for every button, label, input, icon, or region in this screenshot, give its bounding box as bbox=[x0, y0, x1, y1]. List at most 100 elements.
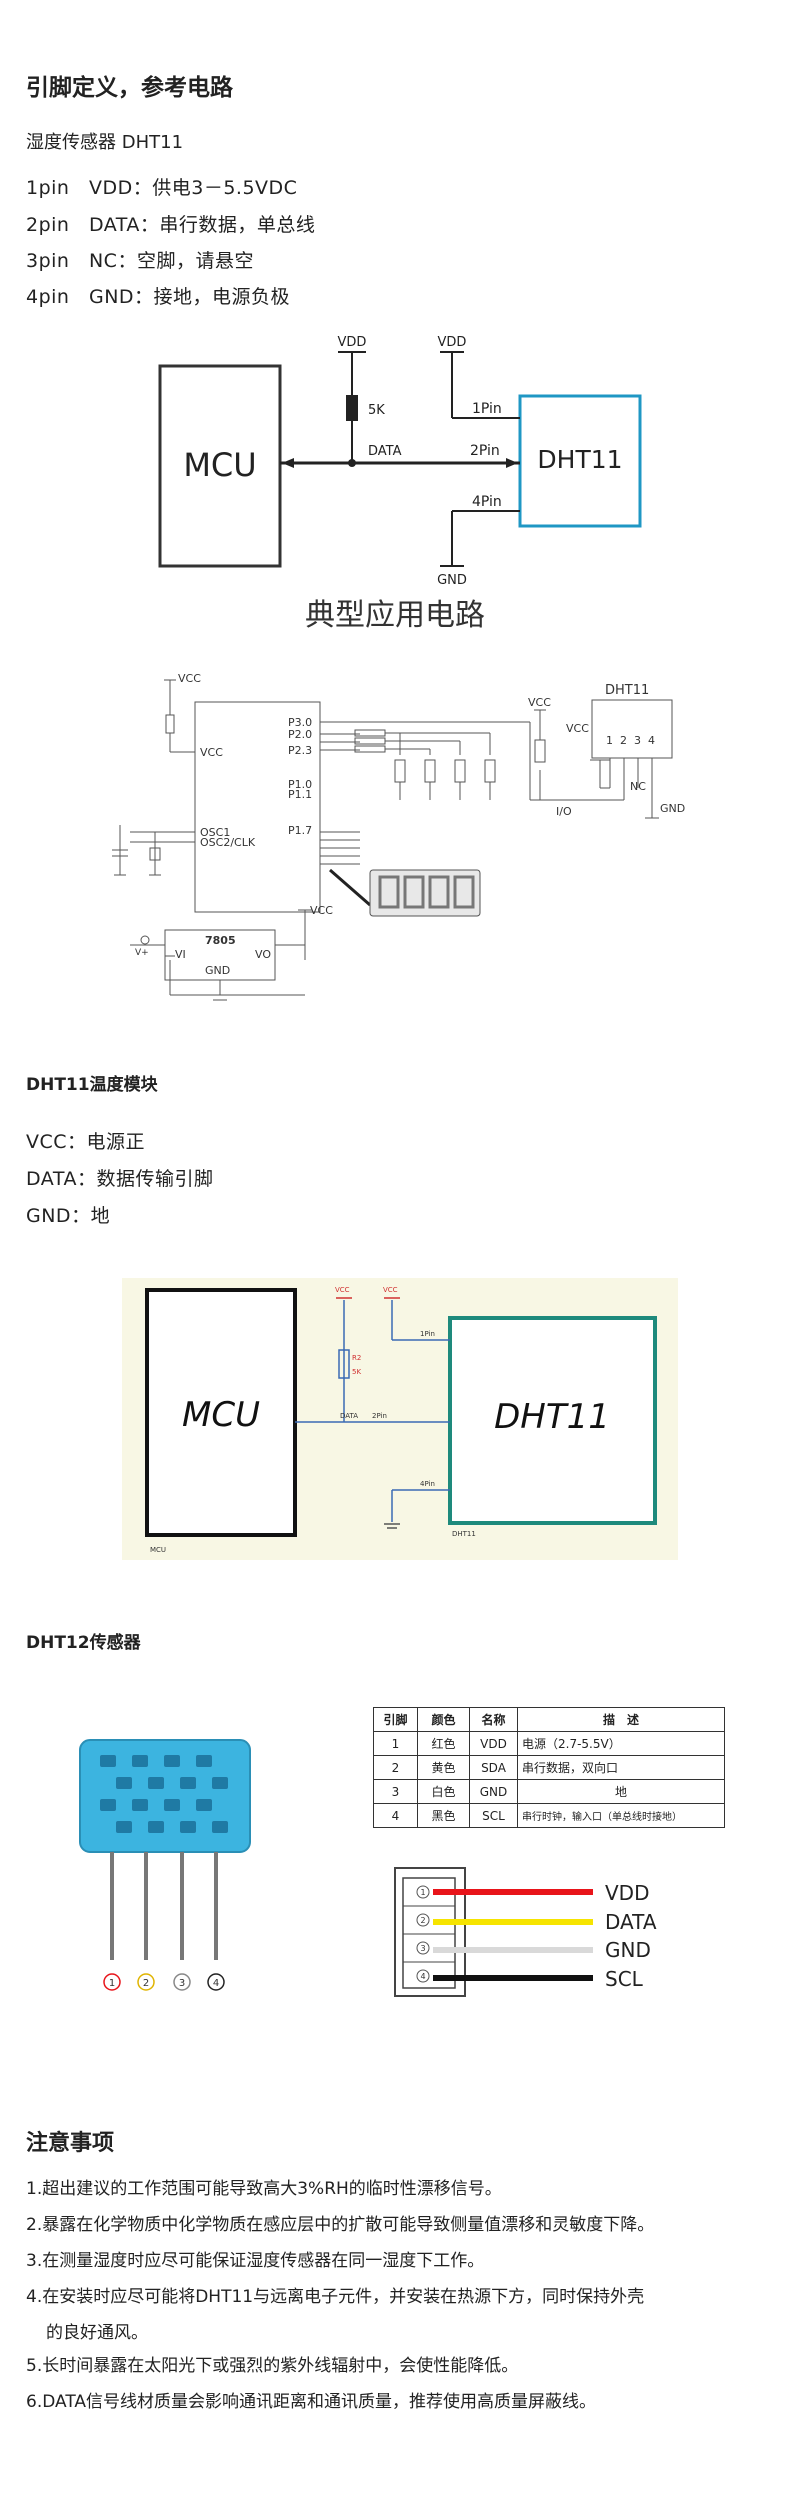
io-label: I/O bbox=[556, 805, 572, 818]
notes-heading: 注意事项 bbox=[26, 2131, 115, 2156]
p30-label: P3.0 bbox=[288, 716, 312, 729]
pin-num-4: 4 bbox=[648, 734, 655, 747]
table-cell: 白色 bbox=[417, 1779, 470, 1804]
table-row: 3 白色 GND 地 bbox=[373, 1779, 725, 1804]
vdd-label-2: VDD bbox=[438, 335, 467, 350]
module-line-3: GND：地 bbox=[26, 1205, 111, 1227]
osc1-label: OSC1 bbox=[200, 826, 230, 839]
table-cell: 红色 bbox=[417, 1731, 470, 1756]
note-3: 3.在测量湿度时应尽可能保证湿度传感器在同一湿度下工作。 bbox=[26, 2251, 485, 2271]
circuit-caption: 典型应用电路 bbox=[305, 598, 485, 633]
table-cell: 串行时钟，输入口（单总线时接地） bbox=[517, 1803, 725, 1828]
table-row: 2 黄色 SDA 串行数据，双向口 bbox=[373, 1755, 725, 1780]
reg-label: 7805 bbox=[205, 934, 236, 947]
dht11-heading: 湿度传感器 DHT11 bbox=[26, 132, 184, 153]
table-cell: 1 bbox=[373, 1731, 418, 1756]
reg-gnd-label: GND bbox=[205, 964, 230, 977]
module-mcu-label: MCU bbox=[182, 1395, 260, 1435]
note-4: 4.在安装时应尽可能将DHT11与远离电子元件，并安装在热源下方，同时保持外壳 bbox=[26, 2287, 645, 2307]
dht12-heading: DHT12传感器 bbox=[26, 1633, 141, 1653]
p20-label: P2.0 bbox=[288, 728, 312, 741]
pin-line-2: 2pin DATA：串行数据，单总线 bbox=[26, 214, 316, 236]
p23-label: P2.3 bbox=[288, 744, 312, 757]
module-vcc-2: VCC bbox=[383, 1286, 398, 1294]
dht11-box bbox=[518, 394, 642, 528]
nc-label: NC bbox=[630, 780, 646, 793]
pin-circle-2: 2 bbox=[143, 1978, 149, 1989]
conn-label-gnd: GND bbox=[605, 1938, 651, 1962]
typical-circuit-diagram: MCU DHT11 DATA 2Pin VDD 5K VDD 1Pin 4Pin… bbox=[158, 335, 642, 588]
conn-label-scl: SCL bbox=[605, 1967, 644, 1991]
module-diagram: MCU DHT11 VCC VCC R2 5K DATA 2Pin 1Pin 4… bbox=[122, 1278, 678, 1560]
table-cell: 3 bbox=[373, 1779, 418, 1804]
table-cell: SDA bbox=[469, 1755, 518, 1780]
connector-diagram: 1 2 3 4 VDD DATA GND SCL bbox=[394, 1867, 657, 1997]
table-cell: 串行数据，双向口 bbox=[517, 1755, 725, 1780]
table-cell: 电源（2.7-5.5V） bbox=[517, 1731, 725, 1756]
vi-label: VI bbox=[175, 948, 186, 961]
resistor-label: 5K bbox=[368, 403, 385, 418]
module-mcu-small: MCU bbox=[150, 1546, 166, 1554]
pin4-label: 4Pin bbox=[472, 494, 502, 510]
pin-circle-3: 3 bbox=[179, 1978, 185, 1989]
conn-label-vdd: VDD bbox=[605, 1881, 649, 1905]
vcc-top: VCC bbox=[178, 672, 201, 685]
dht12-sensor-illustration: 1 2 3 4 bbox=[79, 1739, 251, 1991]
data-label: DATA bbox=[368, 444, 402, 459]
pin-line-4: 4pin GND：接地，电源负极 bbox=[26, 286, 291, 308]
module-line-1: VCC：电源正 bbox=[26, 1131, 146, 1153]
pin2-label: 2Pin bbox=[470, 443, 500, 459]
table-cell: GND bbox=[469, 1779, 518, 1804]
th-color: 颜色 bbox=[417, 1707, 470, 1732]
module-pin1: 1Pin bbox=[420, 1330, 435, 1338]
module-vcc-1: VCC bbox=[335, 1286, 350, 1294]
schematic-diagram: VCC VCC P3.0 P2.0 P2.3 P1.0 P1.1 P1.7 OS… bbox=[112, 672, 685, 1001]
gnd-dht: GND bbox=[660, 802, 685, 815]
p17-label: P1.7 bbox=[288, 824, 312, 837]
note-4-cont: 的良好通风。 bbox=[46, 2323, 148, 2343]
module-heading: DHT11温度模块 bbox=[26, 1075, 158, 1095]
vcc-mid: VCC bbox=[200, 746, 223, 759]
dht11-small-label: DHT11 bbox=[605, 683, 649, 698]
module-r-val: 5K bbox=[352, 1368, 361, 1376]
conn-label-data: DATA bbox=[605, 1910, 657, 1934]
osc2-label: OSC2/CLK bbox=[200, 836, 256, 849]
note-1: 1.超出建议的工作范围可能导致高大3%RH的临时性漂移信号。 bbox=[26, 2179, 502, 2199]
pin-num-1: 1 bbox=[606, 734, 613, 747]
p10-label: P1.0 bbox=[288, 778, 312, 791]
resistor bbox=[346, 395, 358, 421]
pin1-label: 1Pin bbox=[472, 401, 502, 417]
conn-num-1: 1 bbox=[420, 1888, 425, 1897]
note-2: 2.暴露在化学物质中化学物质在感应层中的扩散可能导致侧量值漂移和灵敏度下降。 bbox=[26, 2215, 655, 2235]
conn-num-4: 4 bbox=[420, 1972, 425, 1981]
module-pin2: 2Pin bbox=[372, 1412, 387, 1420]
th-pin: 引脚 bbox=[373, 1707, 418, 1732]
vdd-label-1: VDD bbox=[338, 335, 367, 350]
table-row: 4 黑色 SCL 串行时钟，输入口（单总线时接地） bbox=[373, 1803, 725, 1828]
table-row: 1 红色 VDD 电源（2.7-5.5V） bbox=[373, 1731, 725, 1756]
conn-num-3: 3 bbox=[420, 1944, 425, 1953]
vcc-dht: VCC bbox=[528, 696, 551, 709]
page-title: 引脚定义，参考电路 bbox=[26, 75, 233, 101]
module-data: DATA bbox=[340, 1412, 358, 1420]
p11-label: P1.1 bbox=[288, 788, 312, 801]
mcu-box bbox=[158, 364, 282, 568]
vo-label: VO bbox=[255, 948, 271, 961]
table-cell: 黑色 bbox=[417, 1803, 470, 1828]
module-r2: R2 bbox=[352, 1354, 361, 1362]
note-6: 6.DATA信号线材质量会影响通讯距离和通讯质量，推荐使用高质量屏蔽线。 bbox=[26, 2392, 597, 2412]
note-5: 5.长时间暴露在太阳光下或强烈的紫外线辐射中，会使性能降低。 bbox=[26, 2356, 519, 2376]
table-cell: 4 bbox=[373, 1803, 418, 1828]
table-cell: VDD bbox=[469, 1731, 518, 1756]
th-name: 名称 bbox=[469, 1707, 518, 1732]
pin-circle-1: 1 bbox=[109, 1978, 115, 1989]
module-pin4: 4Pin bbox=[420, 1480, 435, 1488]
vplus-label: V+ bbox=[135, 948, 149, 958]
module-dht-box bbox=[448, 1316, 657, 1525]
pin-line-1: 1pin VDD：供电3－5.5VDC bbox=[26, 177, 298, 199]
table-cell: 地 bbox=[517, 1779, 725, 1804]
module-dht-small: DHT11 bbox=[452, 1530, 476, 1538]
vcc-reg: VCC bbox=[310, 904, 333, 917]
table-cell: SCL bbox=[469, 1803, 518, 1828]
conn-num-2: 2 bbox=[420, 1916, 425, 1925]
